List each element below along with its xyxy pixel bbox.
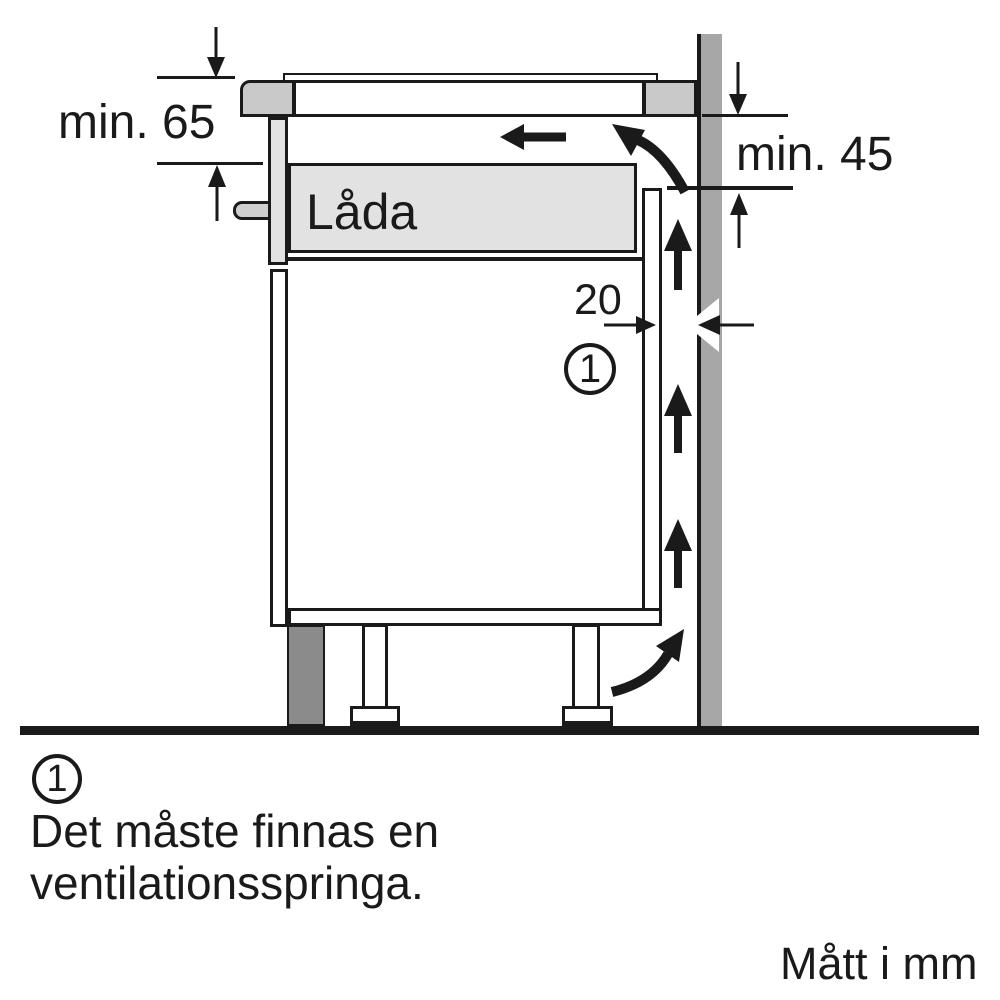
cabinet-door — [270, 269, 288, 627]
min45-dim-down-arrow-icon — [729, 62, 747, 115]
callout-1-number: 1 — [578, 346, 602, 391]
cabinet-leg-front — [362, 624, 388, 709]
cabinet-back-panel — [642, 188, 662, 612]
caption-marker-badge: 1 — [32, 754, 82, 804]
dim-label-min65: min. 65 — [58, 96, 216, 149]
dim-label-gap-20: 20 — [574, 276, 622, 324]
airflow-up-arrow-1-icon — [664, 219, 692, 290]
airflow-up-arrow-3-icon — [664, 519, 692, 588]
dim-line-min45-top — [702, 114, 788, 117]
drawer-label: Låda — [306, 184, 418, 240]
plinth — [287, 625, 325, 726]
caption-marker-number: 1 — [46, 757, 68, 800]
floor-line — [20, 726, 979, 735]
wall-section — [697, 34, 722, 726]
dim-label-min45: min. 45 — [736, 128, 894, 181]
worktop-back-section — [643, 80, 697, 117]
hob-glass-flange — [283, 73, 658, 82]
min65-dim-down-arrow-icon — [207, 27, 225, 78]
cabinet-leg-back — [572, 624, 600, 709]
drawer-box — [288, 163, 637, 253]
airflow-left-arrow-icon — [500, 124, 566, 150]
units-note: Mått i mm — [780, 938, 978, 989]
drawer-handle — [233, 201, 271, 220]
cabinet-bottom-panel — [288, 608, 662, 626]
cabinet-leg-front-foot — [350, 706, 400, 727]
airflow-curved-bottom-arrow-icon — [610, 629, 684, 697]
callout-1-badge: 1 — [564, 343, 616, 395]
caption-line-1: Det måste finnas en — [30, 805, 440, 857]
dim-line-min45-bottom — [667, 186, 793, 190]
caption-line-2: ventilationsspringa. — [30, 857, 424, 909]
dim-line-min65-top — [157, 76, 235, 79]
min65-dim-up-arrow-icon — [208, 165, 226, 221]
hob-body — [293, 80, 645, 117]
airflow-up-arrow-2-icon — [664, 384, 692, 453]
cabinet-leg-back-foot — [562, 706, 613, 727]
worktop-front-section — [240, 80, 295, 117]
dim-line-min65-bottom — [157, 162, 263, 165]
drawer-front-panel — [268, 117, 288, 265]
drawer-rail-line — [288, 257, 642, 261]
min45-dim-up-arrow-icon — [730, 193, 748, 248]
